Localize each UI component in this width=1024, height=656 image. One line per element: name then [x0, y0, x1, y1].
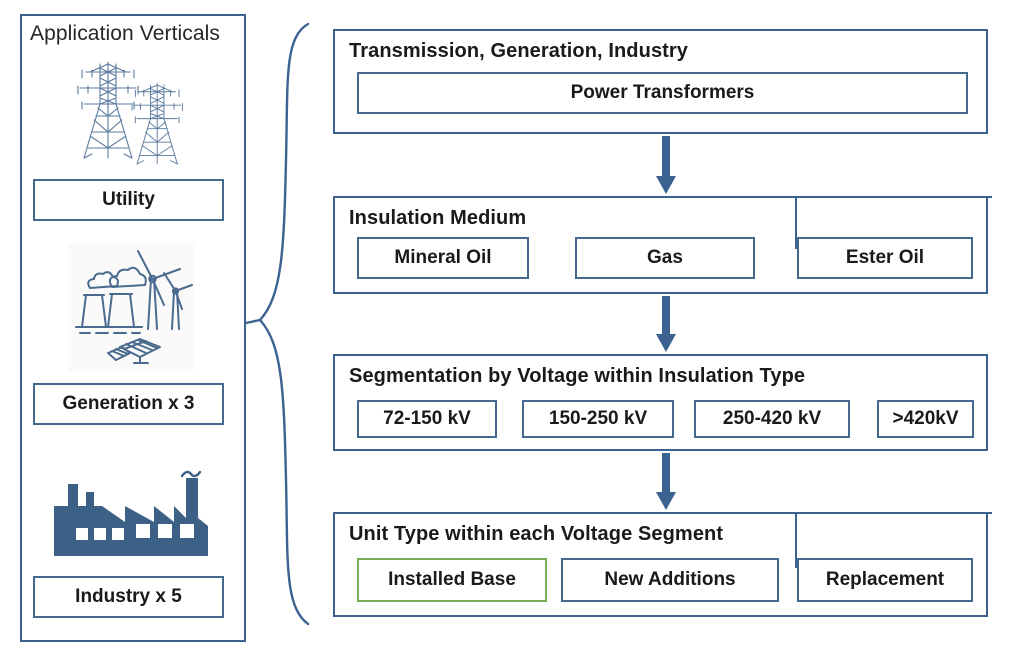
chip-voltage-150-250[interactable]: 150-250 kV [522, 400, 674, 438]
chip-voltage-250-420-label: 250-420 kV [722, 408, 822, 429]
factory-icon [50, 470, 210, 565]
grouping-brace [244, 20, 320, 630]
transmission-towers-icon [60, 52, 200, 170]
stage-insulation-medium: Insulation Medium Mineral Oil Gas Ester … [333, 196, 992, 294]
vertical-generation-box[interactable]: Generation x 3 [33, 383, 224, 425]
chip-voltage-above-420-label: >420kV [892, 408, 959, 429]
chip-replacement[interactable]: Replacement [797, 558, 973, 602]
stage-1-title: Transmission, Generation, Industry [349, 40, 689, 62]
vertical-utility-box[interactable]: Utility [33, 179, 224, 221]
chip-installed-base-label: Installed Base [388, 569, 516, 590]
vertical-industry-box[interactable]: Industry x 5 [33, 576, 224, 618]
stage-transmission-generation-industry: Transmission, Generation, Industry Power… [333, 29, 988, 134]
chip-voltage-250-420[interactable]: 250-420 kV [694, 400, 850, 438]
stage-voltage-segmentation: Segmentation by Voltage within Insulatio… [333, 354, 988, 451]
chip-ester-oil-label: Ester Oil [845, 247, 925, 268]
down-arrow-icon-3 [655, 453, 677, 510]
chip-gas-label: Gas [647, 247, 683, 268]
chip-voltage-72-150[interactable]: 72-150 kV [357, 400, 497, 438]
chip-voltage-150-250-label: 150-250 kV [548, 408, 648, 429]
stage-4-title: Unit Type within each Voltage Segment [349, 523, 724, 545]
down-arrow-icon-2 [655, 296, 677, 352]
vertical-generation-label: Generation x 3 [62, 393, 195, 414]
application-verticals-title: Application Verticals [30, 22, 221, 45]
vertical-industry-label: Industry x 5 [75, 586, 182, 607]
chip-power-transformers-label: Power Transformers [570, 82, 755, 103]
chip-new-additions-label: New Additions [604, 569, 736, 590]
unit-type-right-subpanel [795, 512, 992, 568]
chip-voltage-above-420[interactable]: >420kV [877, 400, 974, 438]
chip-ester-oil[interactable]: Ester Oil [797, 237, 973, 279]
chip-mineral-oil-label: Mineral Oil [394, 247, 492, 268]
vertical-utility-label: Utility [102, 189, 155, 210]
chip-voltage-72-150-label: 72-150 kV [383, 408, 471, 429]
stage-2-title: Insulation Medium [349, 207, 527, 229]
stage-unit-type: Unit Type within each Voltage Segment In… [333, 512, 992, 617]
down-arrow-icon-1 [655, 136, 677, 194]
chip-power-transformers[interactable]: Power Transformers [357, 72, 968, 114]
chip-replacement-label: Replacement [825, 569, 945, 590]
power-generation-icon [68, 243, 194, 371]
insulation-right-subpanel [795, 196, 992, 249]
chip-gas[interactable]: Gas [575, 237, 755, 279]
chip-mineral-oil[interactable]: Mineral Oil [357, 237, 529, 279]
chip-installed-base[interactable]: Installed Base [357, 558, 547, 602]
chip-new-additions[interactable]: New Additions [561, 558, 779, 602]
stage-3-title: Segmentation by Voltage within Insulatio… [349, 365, 806, 387]
